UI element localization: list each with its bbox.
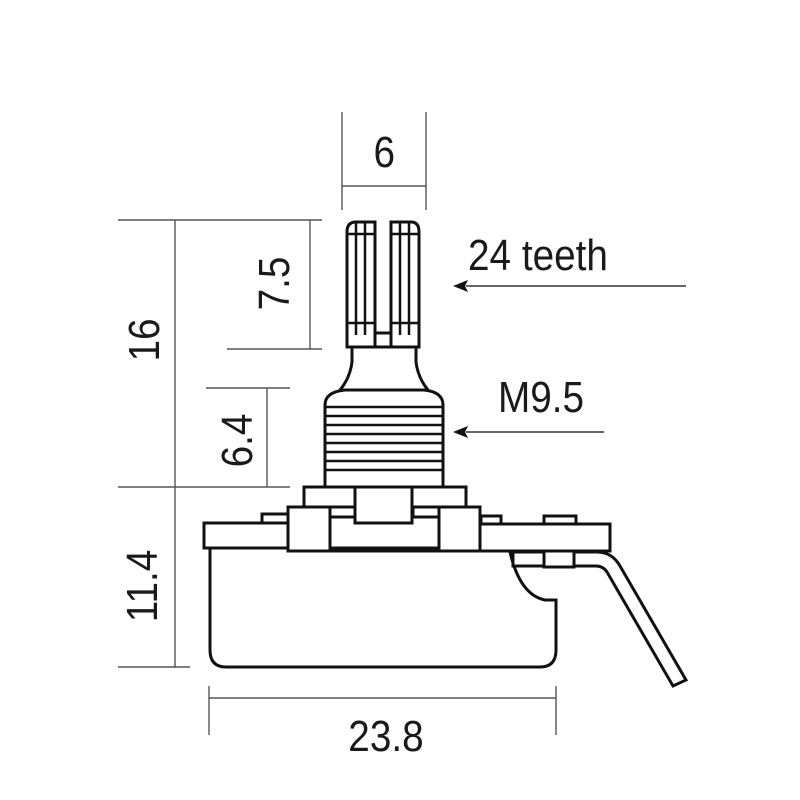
dimension-shaft-diameter-lines [341, 112, 427, 210]
dim-label-total-height: 16 [120, 318, 169, 362]
knurl-lines [347, 222, 419, 335]
dimension-bushing-height-lines [206, 387, 290, 487]
leader-arrow-m9-5 [453, 426, 604, 438]
dimension-knurl-height-lines [227, 220, 322, 350]
callout-m9-5: M9.5 [498, 373, 585, 422]
thread-lines [325, 405, 443, 472]
knurled-shaft [345, 220, 421, 349]
shaft-neck [336, 345, 432, 392]
callout-24-teeth: 24 teeth [468, 231, 608, 280]
dimension-total-height-lines [118, 219, 322, 667]
dimension-body-width-lines [208, 686, 557, 735]
threaded-bushing [323, 388, 445, 489]
mounting-plate [202, 477, 612, 553]
dim-label-body-height: 11.4 [118, 549, 167, 623]
potentiometer-can [208, 543, 558, 669]
leader-arrow-24-teeth [453, 280, 686, 292]
dim-label-body-width: 23.8 [348, 712, 424, 761]
dim-label-knurl-height: 7.5 [250, 256, 299, 311]
dim-label-bushing-height: 6.4 [213, 413, 262, 468]
dim-label-shaft-diameter: 6 [373, 128, 396, 177]
